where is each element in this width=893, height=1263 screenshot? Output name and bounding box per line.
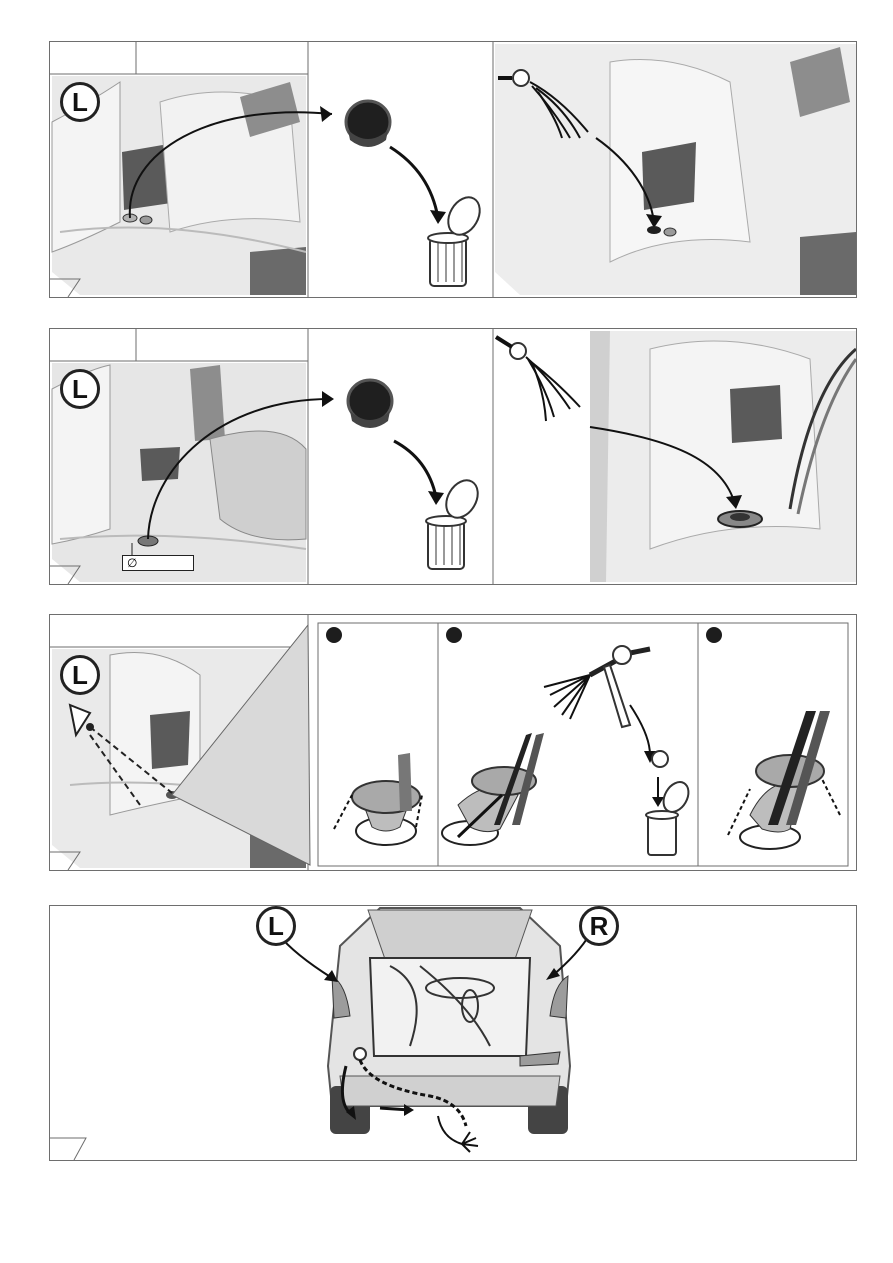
side-left-badge: L <box>60 82 100 122</box>
side-left-badge: L <box>256 906 296 946</box>
hole-diameter-label: ∅ <box>122 555 194 571</box>
step-panel-1: L <box>49 41 857 298</box>
step-2-illustration <box>50 329 856 584</box>
side-right-badge: R <box>579 906 619 946</box>
side-left-badge: L <box>60 369 100 409</box>
step-3-illustration <box>50 615 856 870</box>
step-panel-3: L <box>49 614 857 871</box>
overview-panel: L R <box>49 905 857 1161</box>
diameter-symbol: ∅ <box>127 556 137 570</box>
side-left-badge: L <box>60 655 100 695</box>
step-1-illustration <box>50 42 856 297</box>
substep-1-marker <box>326 627 342 643</box>
substep-3-marker <box>706 627 722 643</box>
step-panel-2: L ∅ <box>49 328 857 585</box>
substep-2-marker <box>446 627 462 643</box>
vehicle-rear-illustration <box>50 906 856 1160</box>
